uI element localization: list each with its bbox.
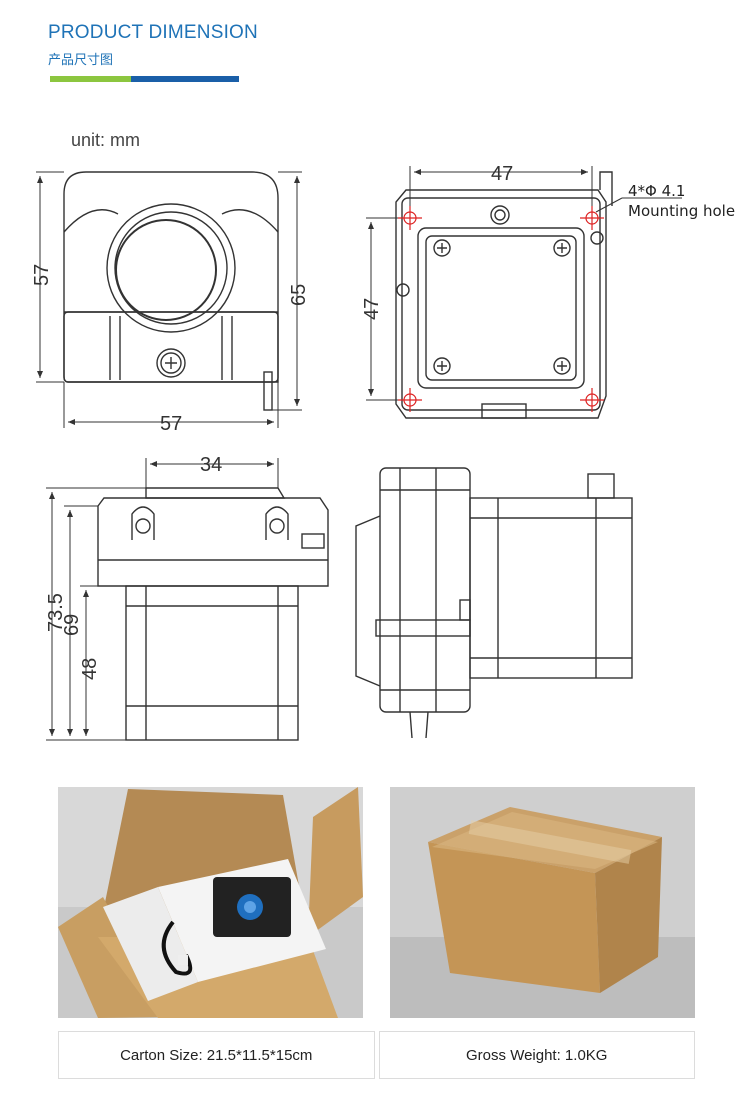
side-head-width-label: 34 <box>200 454 222 476</box>
side-body-height-label: 69 <box>61 614 83 636</box>
mounting-hole-label: Mounting hole <box>628 202 735 220</box>
side-view <box>97 487 329 741</box>
carton-size-caption: Carton Size: 21.5*11.5*15cm <box>58 1031 375 1079</box>
unit-label: unit: mm <box>71 130 141 150</box>
back-view-dimensions <box>366 166 682 401</box>
front-width-label: 57 <box>160 413 182 435</box>
front-view-dimensions <box>36 171 302 428</box>
caption-row: Carton Size: 21.5*11.5*15cm Gross Weight… <box>58 1031 695 1079</box>
page-title: PRODUCT DIMENSION <box>48 22 258 43</box>
accent-bar-green <box>50 76 131 82</box>
side-view-dimensions <box>46 458 279 741</box>
back-hole-spacing-x-label: 47 <box>491 163 513 185</box>
back-view <box>395 171 613 419</box>
back-hole-spacing-y-label: 47 <box>361 298 383 320</box>
carton-closed-photo <box>390 787 695 1018</box>
mounting-holes <box>398 206 604 412</box>
technical-drawing: 57 57 65 47 47 4*Φ 4.1 Mounting <box>31 163 735 741</box>
side-motor-height-label: 48 <box>79 658 101 680</box>
side-total-height-label: 73.5 <box>45 593 67 632</box>
gross-weight-caption: Gross Weight: 1.0KG <box>378 1031 695 1079</box>
mounting-hole-spec: 4*Φ 4.1 <box>628 182 685 200</box>
carton-open-photo <box>58 787 363 1018</box>
front-total-height-label: 65 <box>288 284 310 306</box>
accent-bar-blue <box>131 76 239 82</box>
profile-view <box>355 467 633 739</box>
front-view <box>63 171 279 411</box>
front-height-label: 57 <box>31 264 53 286</box>
page-subtitle: 产品尺寸图 <box>48 53 114 68</box>
